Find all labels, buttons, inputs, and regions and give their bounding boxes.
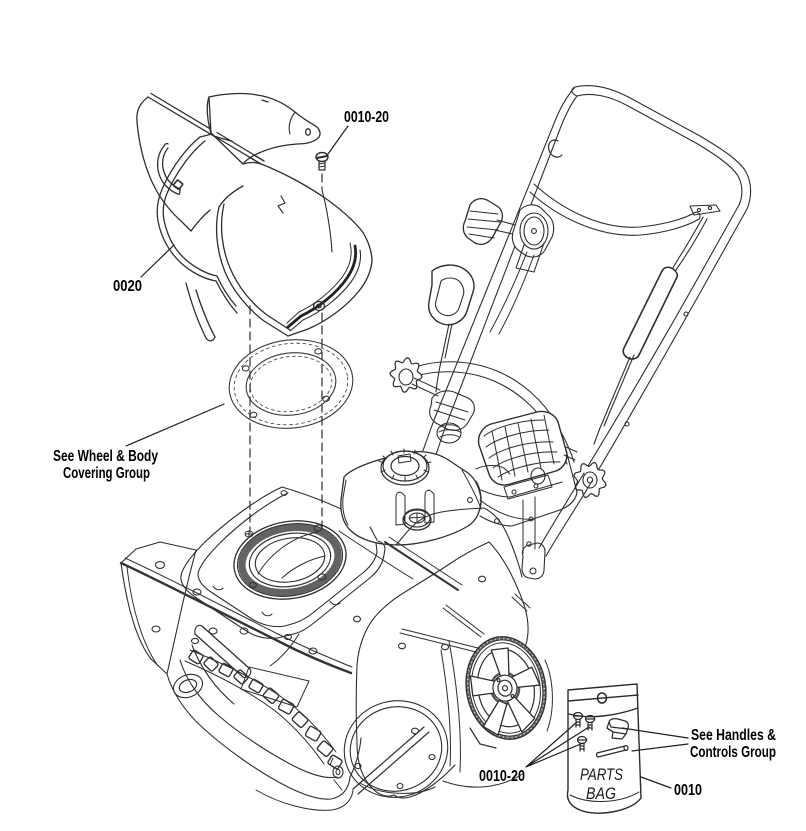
svg-text:0010-20: 0010-20 xyxy=(344,109,389,126)
svg-text:See Wheel & Body: See Wheel & Body xyxy=(53,448,158,465)
svg-text:PARTS: PARTS xyxy=(580,765,624,784)
svg-text:Covering Group: Covering Group xyxy=(63,465,150,482)
svg-text:See Handles &: See Handles & xyxy=(691,727,776,744)
svg-text:0020: 0020 xyxy=(113,278,142,295)
svg-text:0010-20: 0010-20 xyxy=(479,768,525,785)
svg-text:Controls Group: Controls Group xyxy=(690,744,776,761)
svg-text:0010: 0010 xyxy=(674,782,702,799)
svg-text:BAG: BAG xyxy=(586,784,616,803)
